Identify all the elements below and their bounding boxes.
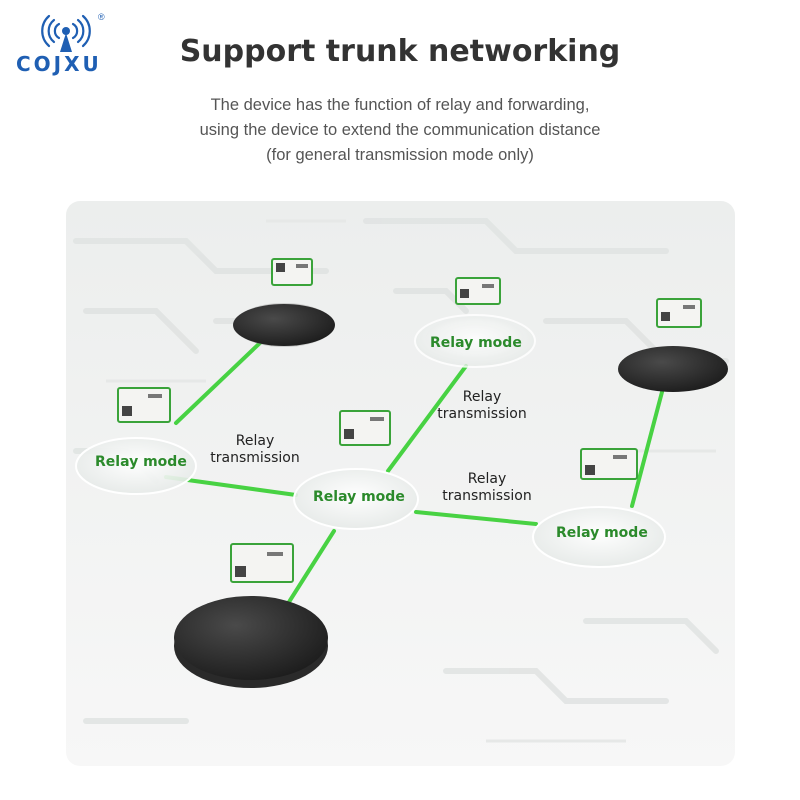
brand-name: COJXU [16,52,102,76]
subtitle-line-1: The device has the function of relay and… [210,96,590,114]
relay-mode-label-upper: Relay mode [430,335,522,351]
relay-node-left [75,437,197,495]
dark-node-bottom [174,596,328,680]
subtitle-line-2: using the device to extend the communica… [199,121,601,139]
relay-mode-label-center: Relay mode [313,489,405,505]
relay-node-right [532,506,666,568]
brand-logo: ® COJXU [16,12,126,76]
dark-node-right [618,346,728,392]
subtitle-line-3: (for general transmission mode only) [266,146,534,164]
network-diagram [66,201,735,766]
relay-mode-label-right: Relay mode [556,525,648,541]
signal-tower-icon [41,14,91,52]
dark-node-top [233,304,335,346]
module-chips [117,258,702,583]
relay-node-center [293,468,419,530]
network-illustration: Relay mode Relay mode Relay mode Relay m… [66,201,735,766]
relay-mode-label-left: Relay mode [95,454,187,470]
registered-mark: ® [98,12,105,22]
page-title: Support trunk networking [179,34,621,69]
page-subtitle: The device has the function of relay and… [0,93,800,168]
relay-node-upper [414,314,536,368]
